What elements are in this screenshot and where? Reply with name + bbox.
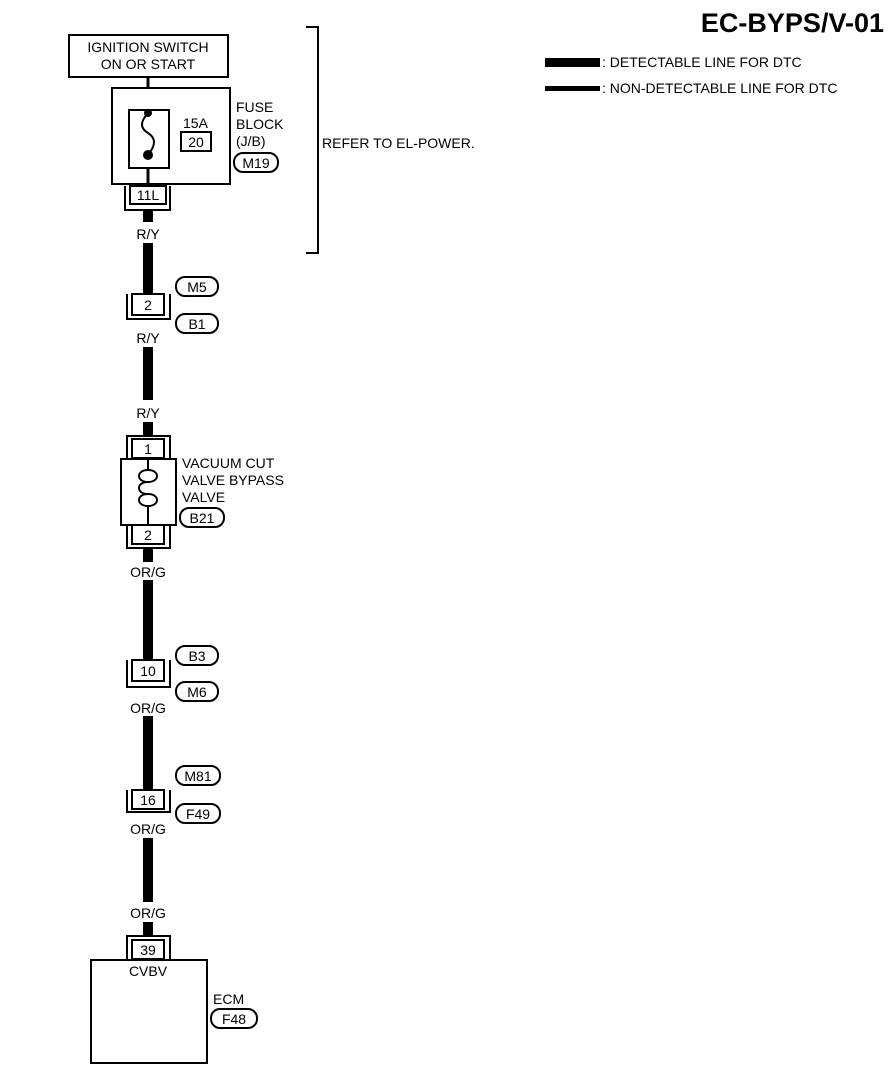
valve-label-1: VACUUM CUT xyxy=(182,455,275,471)
wire-color-label: OR/G xyxy=(130,564,166,580)
ignition-switch-label-2: ON OR START xyxy=(101,56,196,72)
svg-text:10: 10 xyxy=(140,663,156,679)
solenoid-coil-icon xyxy=(138,469,158,508)
legend-non-detectable: : NON-DETECTABLE LINE FOR DTC xyxy=(602,80,837,96)
wire-color-label: OR/G xyxy=(130,821,166,837)
connector-label: M5 xyxy=(187,279,207,295)
detectable-wire xyxy=(143,210,153,936)
fuse-block-label-2: BLOCK xyxy=(236,116,284,132)
ecm-terminal-name: CVBV xyxy=(129,963,168,979)
ecm-pin: 39 xyxy=(140,942,156,958)
fuse-block-connector: M19 xyxy=(242,155,269,171)
svg-text:2: 2 xyxy=(144,527,152,543)
wire-color-label: R/Y xyxy=(136,405,160,421)
fuse-number: 20 xyxy=(188,134,204,150)
connector-label: M81 xyxy=(184,768,211,784)
connector-label: B3 xyxy=(188,648,205,664)
legend-detectable: : DETECTABLE LINE FOR DTC xyxy=(602,54,802,70)
ecm-label: ECM xyxy=(213,991,244,1007)
fuse-amp: 15A xyxy=(183,115,209,131)
refer-text: REFER TO EL-POWER. xyxy=(322,135,475,151)
valve-label-2: VALVE BYPASS xyxy=(182,472,284,488)
legend: : DETECTABLE LINE FOR DTC : NON-DETECTAB… xyxy=(545,54,837,96)
connector-label: F49 xyxy=(186,806,210,822)
junction-connector-m81-f49: 16 M81 F49 xyxy=(126,765,221,824)
svg-text:1: 1 xyxy=(144,441,152,457)
refer-bracket xyxy=(306,26,319,254)
vacuum-cut-valve-bypass-valve: 1 2 xyxy=(120,435,177,549)
svg-text:11L: 11L xyxy=(137,187,160,203)
valve-label-3: VALVE xyxy=(182,489,225,505)
wire-color-label: OR/G xyxy=(130,700,166,716)
diagram-title: EC-BYPS/V-01 xyxy=(701,8,884,38)
svg-text:2: 2 xyxy=(144,297,152,313)
ecm-connector: F48 xyxy=(222,1011,246,1027)
fuse-block: 15A 20 xyxy=(111,87,231,185)
junction-connector-m5-b1: 2 M5 B1 xyxy=(126,276,219,334)
wire-color-label: OR/G xyxy=(130,905,166,921)
detectable-line-swatch xyxy=(545,58,600,67)
junction-connector-b3-m6: 10 B3 M6 xyxy=(126,645,219,702)
ecm: 39 CVBV xyxy=(90,935,208,1064)
fuse-icon xyxy=(141,112,155,156)
fuse-block-label-1: FUSE xyxy=(236,99,273,115)
ignition-switch-label-1: IGNITION SWITCH xyxy=(87,39,208,55)
wire-color-label: R/Y xyxy=(136,330,160,346)
connector-label: B1 xyxy=(188,316,205,332)
valve-connector: B21 xyxy=(190,510,215,526)
ignition-switch: IGNITION SWITCH ON OR START xyxy=(68,34,229,78)
non-detectable-line-swatch xyxy=(545,86,600,91)
svg-text:16: 16 xyxy=(140,792,156,808)
connector-label: M6 xyxy=(187,684,207,700)
terminal-11l: 11L xyxy=(124,185,171,211)
fuse-block-label-3: (J/B) xyxy=(236,133,266,149)
wire-color-label: R/Y xyxy=(136,226,160,242)
